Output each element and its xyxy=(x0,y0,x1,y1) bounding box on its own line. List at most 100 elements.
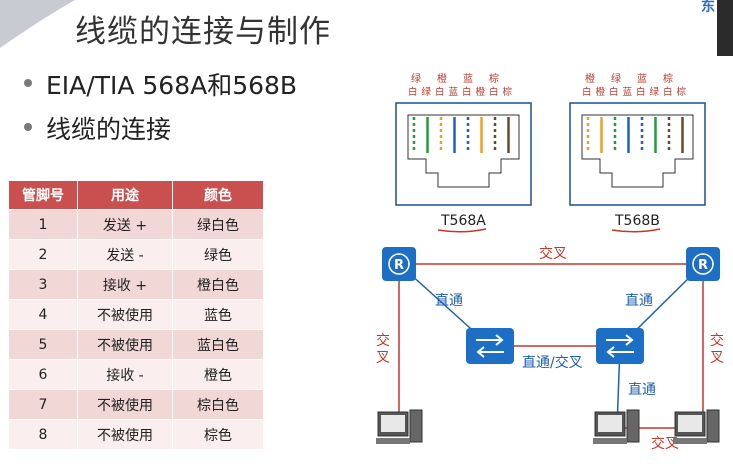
table-cell: 不被使用 xyxy=(77,419,173,450)
link-label-right-cross: 交 xyxy=(710,332,724,349)
table-cell: 接收 - xyxy=(77,359,173,390)
link-label-straight-left: 直通 xyxy=(435,292,463,309)
wire-color-label: 绿 xyxy=(411,72,421,85)
table-cell: 7 xyxy=(8,389,78,420)
router-body xyxy=(686,247,720,281)
table-row: 2 发送 - 绿色 xyxy=(8,239,264,270)
table-cell: 1 xyxy=(8,209,78,240)
wire-pair-label: 白 xyxy=(462,86,472,98)
switch-icon xyxy=(596,328,644,364)
wire-pair-label: 橙 xyxy=(596,86,606,98)
table-cell: 发送 + xyxy=(77,209,173,240)
link-label-routers: 交叉 xyxy=(539,245,567,262)
pc-tower xyxy=(706,409,720,443)
switch-icon xyxy=(466,328,514,364)
table-cell: 发送 - xyxy=(77,239,173,270)
connector-outline xyxy=(407,114,520,188)
pc-keyboard xyxy=(593,438,627,444)
table-cell: 不被使用 xyxy=(77,389,173,420)
switch-arrow xyxy=(606,334,634,346)
table-row: 5 不被使用 蓝白色 xyxy=(8,329,264,360)
switch-body xyxy=(466,328,514,364)
pin-table: 管脚号 用途 颜色 1 发送 + 绿白色 2 发送 - 绿色 3 接收 + 橙白… xyxy=(8,180,264,450)
table-cell: 不被使用 xyxy=(77,299,173,330)
router-glyph: R xyxy=(698,258,708,273)
wire-color-label: 蓝 xyxy=(637,73,647,85)
wire-pair-label: 棕 xyxy=(677,86,687,98)
table-row: 1 发送 + 绿白色 xyxy=(8,209,264,240)
table-cell: 4 xyxy=(8,299,78,330)
router-ring xyxy=(692,253,714,275)
link-label-pcs: 交叉 xyxy=(651,435,679,452)
router-icon: R xyxy=(382,247,416,281)
wire-pair-label: 白 xyxy=(489,86,499,98)
wire-color-label: 橙 xyxy=(437,72,447,85)
link-label-left-cross: 叉 xyxy=(376,350,390,366)
wire-pair-label: 白 xyxy=(636,86,646,98)
wire-pair-label: 白 xyxy=(663,86,673,98)
label-underline xyxy=(611,228,661,233)
wire-color-label: 棕 xyxy=(489,72,499,85)
table-row: 8 不被使用 棕色 xyxy=(8,419,264,450)
wire-color-label: 绿 xyxy=(611,72,621,85)
link-label-switches: 直通/交叉 xyxy=(522,354,583,371)
table-cell: 橙色 xyxy=(172,359,264,390)
switch-body xyxy=(596,328,644,364)
pc-icon xyxy=(673,409,720,444)
switch-arrow xyxy=(606,346,634,358)
wire-color-label: 橙 xyxy=(585,72,595,85)
connector-frame xyxy=(569,102,706,206)
table-cell: 8 xyxy=(8,419,78,450)
title-band xyxy=(0,0,733,58)
table-row: 6 接收 - 橙色 xyxy=(8,359,264,390)
wire-color-label: 棕 xyxy=(663,72,673,85)
table-cell: 5 xyxy=(8,329,78,360)
table-cell: 棕色 xyxy=(172,419,264,450)
pc-icon xyxy=(593,409,640,444)
connector-outline xyxy=(581,114,694,188)
table-header: 管脚号 xyxy=(8,180,78,210)
switch-arrow xyxy=(476,346,504,358)
corner-block xyxy=(717,0,733,56)
wire-pair-label: 白 xyxy=(609,86,619,98)
bullet-text: EIA/TIA 568A和568B xyxy=(46,71,298,100)
wire-pair-label: 白 xyxy=(408,86,418,98)
pc-tower xyxy=(626,409,640,443)
wire-pair-label: 白 xyxy=(435,86,445,98)
router-glyph: R xyxy=(394,258,404,273)
connector-label: T568A xyxy=(440,213,486,229)
table-header: 颜色 xyxy=(172,180,264,210)
table-cell: 2 xyxy=(8,239,78,270)
table-header-row: 管脚号 用途 颜色 xyxy=(8,180,264,210)
rj45-connector-t568b: 橙绿蓝棕白橙白蓝白绿白棕T568B xyxy=(569,72,706,233)
bullet-text: 线缆的连接 xyxy=(46,115,172,144)
wire-pair-label: 绿 xyxy=(422,86,432,98)
pc-icon xyxy=(376,409,423,444)
label-underline xyxy=(437,228,487,233)
connector-label: T568B xyxy=(614,213,660,229)
pc-screen xyxy=(598,415,622,432)
pc-keyboard xyxy=(376,438,410,444)
bullet-dot-icon xyxy=(24,79,32,87)
link-label-left-cross: 交 xyxy=(376,332,390,349)
link-label-switch-pc: 直通 xyxy=(628,381,656,398)
bullet-item-2: 线缆的连接 xyxy=(24,110,171,146)
rj45-connector-t568a: 绿橙蓝棕白绿白蓝白橙白棕T568A xyxy=(395,72,532,233)
corner-mark: 东 xyxy=(701,0,715,15)
table-cell: 6 xyxy=(8,359,78,390)
router-ring xyxy=(388,253,410,275)
router-icon: R xyxy=(686,247,720,281)
pc-tower xyxy=(409,409,423,443)
link-label-straight-right: 直通 xyxy=(625,292,653,309)
table-cell: 橙白色 xyxy=(172,269,264,300)
wire-pair-label: 橙 xyxy=(476,86,486,98)
wire-pair-label: 棕 xyxy=(503,86,513,98)
wire-color-label: 蓝 xyxy=(463,73,473,85)
slide-title: 线缆的连接与制作 xyxy=(75,14,331,50)
table-cell: 绿色 xyxy=(172,239,264,270)
router-body xyxy=(382,247,416,281)
wire-pair-label: 白 xyxy=(582,86,592,98)
switch-arrow xyxy=(476,334,504,346)
pc-screen xyxy=(678,415,702,432)
